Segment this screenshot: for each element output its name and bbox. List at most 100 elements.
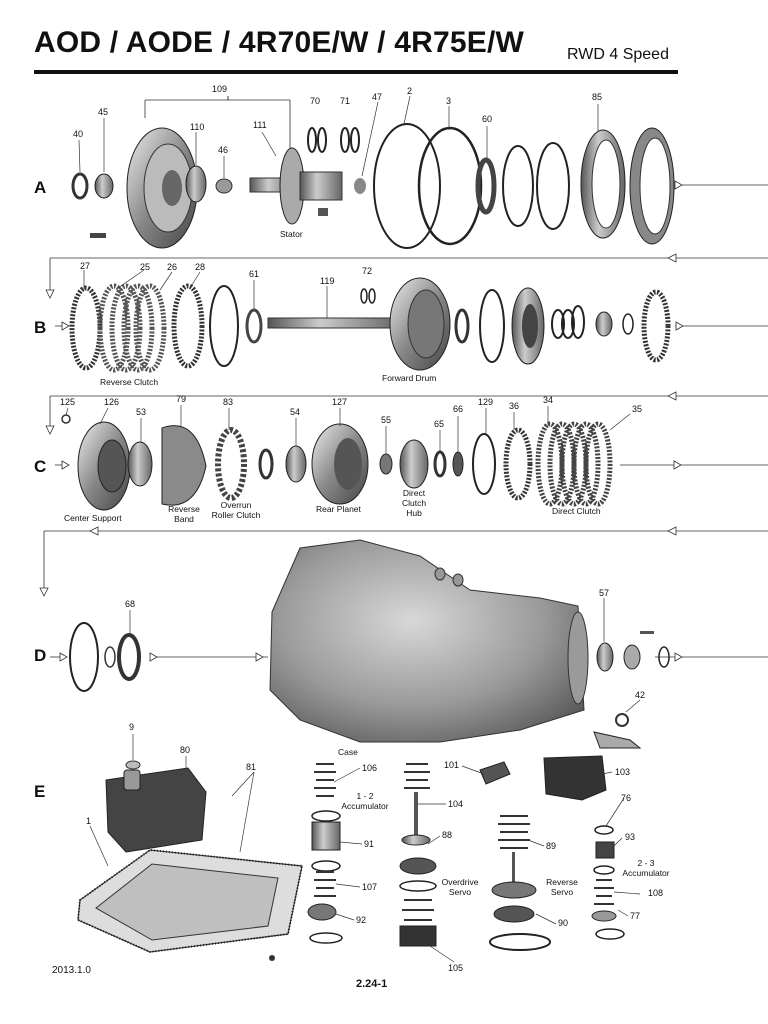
part-num-60: 60 (482, 114, 493, 124)
part-num-92: 92 (356, 915, 367, 925)
part-num-80: 80 (180, 745, 191, 755)
part-num-71: 71 (340, 96, 351, 106)
part-num-54: 54 (290, 407, 301, 417)
title-rule (34, 70, 678, 74)
part-num-57: 57 (599, 588, 610, 598)
row-letter-e: E (34, 782, 46, 801)
part-num-126: 126 (104, 397, 120, 407)
part-num-90: 90 (558, 918, 569, 928)
part-num-35: 35 (632, 404, 643, 414)
caption-overrun-line1: Overrun (220, 500, 252, 510)
part-num-26: 26 (167, 262, 178, 272)
part-num-101: 101 (444, 760, 460, 770)
part-num-89: 89 (546, 841, 557, 851)
row-e-parts (76, 755, 625, 961)
part-num-77: 77 (630, 911, 641, 921)
footer-page-number: 2.24-1 (356, 978, 388, 990)
row-letter-d: D (34, 646, 47, 665)
caption-rev-servo-line1: Reverse (546, 877, 578, 887)
caption-direct-hub-line1: Direct (402, 488, 426, 498)
part-num-72: 72 (362, 266, 373, 276)
caption-stator: Stator (280, 229, 303, 239)
part-num-70: 70 (310, 96, 321, 106)
row-a-parts (71, 96, 675, 249)
row-letter-a: A (34, 178, 47, 197)
part-num-91: 91 (364, 839, 375, 849)
part-num-105: 105 (448, 963, 464, 973)
part-num-46: 46 (218, 145, 229, 155)
caption-reverse-band-line1: Reverse (168, 504, 200, 514)
part-num-104: 104 (448, 799, 464, 809)
part-num-76: 76 (621, 793, 632, 803)
part-num-27: 27 (80, 261, 91, 271)
part-num-110: 110 (190, 122, 205, 132)
part-num-125: 125 (60, 397, 76, 407)
flow-lines (39, 180, 768, 662)
part-num-88: 88 (442, 830, 453, 840)
caption-rear-planet: Rear Planet (316, 504, 361, 514)
part-num-65: 65 (434, 419, 445, 429)
caption-acc12-line1: 1 - 2 (356, 791, 374, 801)
caption-direct-hub-line2: Clutch (401, 498, 427, 508)
leader-lines (65, 95, 641, 963)
caption-direct-hub-line3: Hub (406, 508, 422, 518)
part-num-83: 83 (223, 397, 234, 407)
row-d-parts (69, 539, 670, 749)
part-num-129: 129 (478, 397, 494, 407)
part-num-53: 53 (136, 407, 147, 417)
part-num-55: 55 (381, 415, 392, 425)
part-num-119: 119 (320, 276, 335, 286)
caption-od-servo-line1: Overdrive (441, 877, 479, 887)
caption-acc12-line2: Accumulator (341, 801, 389, 811)
part-num-109: 109 (212, 84, 228, 94)
part-num-68: 68 (125, 599, 136, 609)
page-subtitle: RWD 4 Speed (567, 46, 669, 63)
caption-reverse-clutch: Reverse Clutch (100, 377, 159, 387)
part-num-47: 47 (372, 92, 383, 102)
part-num-85: 85 (592, 92, 603, 102)
part-num-93: 93 (625, 832, 636, 842)
caption-od-servo-line2: Servo (448, 887, 472, 897)
footer-version: 2013.1.0 (52, 965, 91, 976)
part-num-108: 108 (648, 888, 664, 898)
part-num-45: 45 (98, 107, 109, 117)
row-letter-b: B (34, 318, 47, 337)
part-num-127: 127 (332, 397, 348, 407)
row-letter-c: C (34, 457, 47, 476)
part-num-66: 66 (453, 404, 464, 414)
part-num-111: 111 (253, 120, 267, 130)
part-num-79: 79 (176, 394, 187, 404)
part-num-9: 9 (129, 722, 135, 732)
caption-rev-servo-line2: Servo (550, 887, 574, 897)
caption-center-support: Center Support (64, 513, 122, 523)
caption-forward-drum: Forward Drum (382, 373, 437, 383)
part-num-25: 25 (140, 262, 151, 272)
part-num-28: 28 (195, 262, 206, 272)
part-num-81: 81 (246, 762, 257, 772)
part-num-40: 40 (73, 129, 84, 139)
caption-acc23-line1: 2 - 3 (637, 858, 655, 868)
row-c-parts (61, 414, 613, 511)
part-num-103: 103 (615, 767, 631, 777)
part-num-3: 3 (446, 96, 452, 106)
row-b-parts (69, 277, 671, 373)
page-title: AOD / AODE / 4R70E/W / 4R75E/W (34, 26, 524, 59)
caption-acc23-line2: Accumulator (622, 868, 670, 878)
caption-overrun-line2: Roller Clutch (211, 510, 261, 520)
part-num-106: 106 (362, 763, 378, 773)
part-num-42: 42 (635, 690, 646, 700)
caption-direct-clutch: Direct Clutch (552, 506, 601, 516)
part-num-34: 34 (543, 395, 554, 405)
part-num-107: 107 (362, 882, 378, 892)
caption-reverse-band-line2: Band (174, 514, 194, 524)
part-num-2: 2 (407, 86, 413, 96)
part-num-61: 61 (249, 269, 260, 279)
